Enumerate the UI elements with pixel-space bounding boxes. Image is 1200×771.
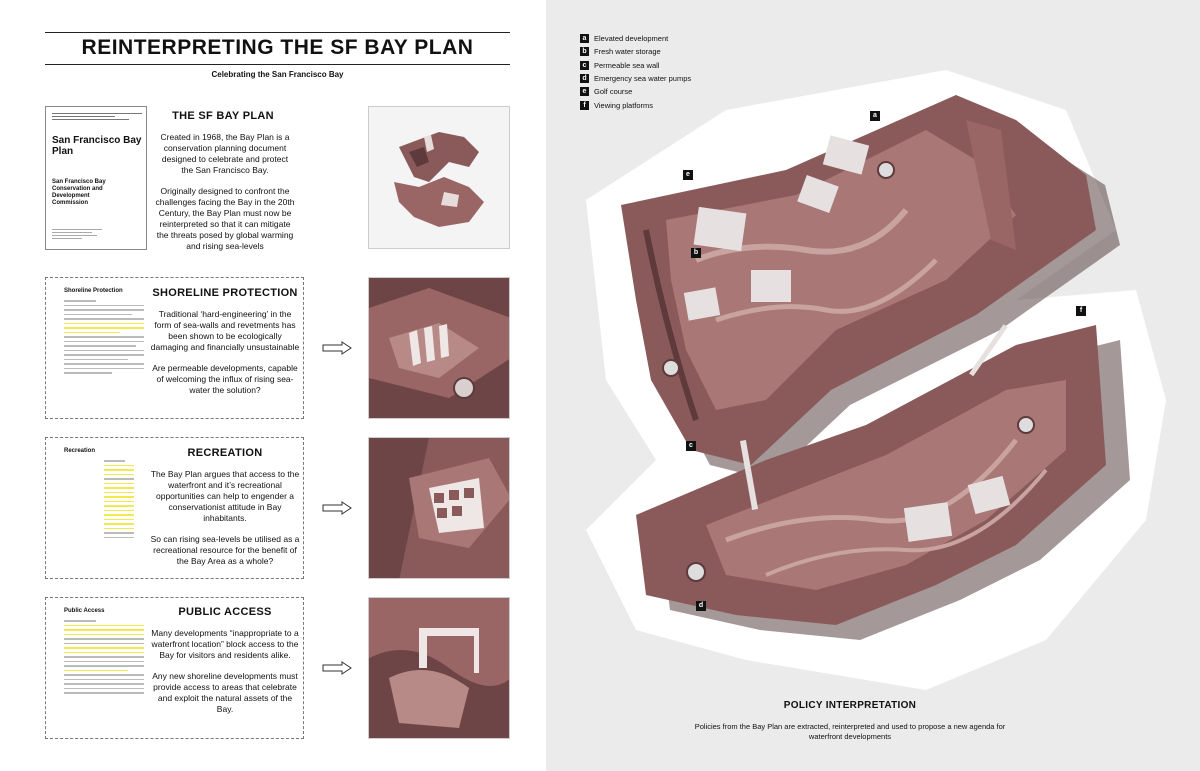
- document-text-lines: [64, 300, 144, 377]
- legend-item: f Viewing platforms: [580, 98, 691, 111]
- map-marker-d: d: [696, 601, 706, 611]
- public-access-model-image: [368, 597, 510, 739]
- section-title-recreation: RECREATION: [187, 447, 263, 459]
- legend-key: e: [580, 87, 589, 97]
- legend-label: Elevated development: [594, 34, 669, 44]
- legend-key: b: [580, 47, 589, 57]
- arrow-right-icon: [322, 341, 352, 355]
- legend-label: Viewing platforms: [594, 100, 654, 110]
- legend-label: Fresh water storage: [594, 47, 661, 57]
- legend-key: c: [580, 60, 589, 70]
- section-paragraph: Created in 1968, the Bay Plan is a conse…: [160, 132, 290, 175]
- legend-item: c Permeable sea wall: [580, 59, 691, 72]
- legend-item: e Golf course: [580, 85, 691, 98]
- section-body-shoreline: Traditional ‘hard-engineering’ in the fo…: [150, 309, 300, 406]
- shoreline-model-image: [368, 277, 510, 419]
- policy-title: POLICY INTERPRETATION: [783, 700, 917, 711]
- document-title: Public Access: [64, 608, 105, 614]
- policy-body: Policies from the Bay Plan are extracted…: [694, 722, 1006, 741]
- bay-plan-cover: San Francisco Bay Plan San Francisco Bay…: [45, 106, 147, 250]
- legend-item: d Emergency sea water pumps: [580, 72, 691, 85]
- map-marker-b: b: [691, 248, 701, 258]
- right-panel: a b c d e f: [546, 0, 1200, 771]
- legend-item: a Elevated development: [580, 32, 691, 45]
- arrow-right-icon: [322, 661, 352, 675]
- section-paragraph: So can rising sea-levels be utilised as …: [150, 534, 300, 566]
- section-title-shoreline: SHORELINE PROTECTION: [152, 287, 298, 299]
- map-marker-f: f: [1076, 306, 1086, 316]
- document-title: Shoreline Protection: [64, 288, 123, 294]
- shoreline-policy-document: Shoreline Protection: [45, 277, 304, 419]
- public-access-policy-document: Public Access: [45, 597, 304, 739]
- section-paragraph: Are permeable developments, capable of w…: [152, 363, 298, 395]
- document-text-lines: [104, 460, 134, 541]
- legend-key: a: [580, 34, 589, 44]
- recreation-model-image: [368, 437, 510, 579]
- recreation-policy-document: Recreation: [45, 437, 304, 579]
- document-text-lines: [64, 620, 144, 697]
- title-rule-bottom: [45, 64, 510, 65]
- cover-footer-lines: [52, 229, 102, 241]
- section-body-bay-plan: Created in 1968, the Bay Plan is a conse…: [155, 132, 295, 262]
- title-rule-top: [45, 32, 510, 33]
- section-title-bay-plan: THE SF BAY PLAN: [172, 110, 274, 122]
- legend-label: Emergency sea water pumps: [594, 74, 692, 84]
- section-paragraph: Traditional ‘hard-engineering’ in the fo…: [150, 309, 300, 352]
- site-model-plan: [586, 70, 1166, 690]
- bay-model-overview-image: [368, 106, 510, 249]
- document-title: Recreation: [64, 448, 96, 454]
- page-title: REINTERPRETING THE SF BAY PLAN: [81, 36, 474, 59]
- cover-title: San Francisco Bay Plan: [52, 135, 142, 157]
- legend-label: Permeable sea wall: [594, 60, 660, 70]
- section-body-public-access: Many developments “inappropriate to a wa…: [150, 628, 300, 725]
- legend-label: Golf course: [594, 87, 633, 97]
- map-marker-c: c: [686, 441, 696, 451]
- legend-item: b Fresh water storage: [580, 45, 691, 58]
- legend-key: d: [580, 74, 589, 84]
- section-paragraph: The Bay Plan argues that access to the w…: [150, 469, 300, 523]
- left-panel: REINTERPRETING THE SF BAY PLAN Celebrati…: [0, 0, 546, 771]
- section-paragraph: Originally designed to confront the chal…: [155, 186, 295, 251]
- section-paragraph: Any new shoreline developments must prov…: [152, 671, 298, 714]
- cover-org: San Francisco Bay Conservation and Devel…: [52, 179, 106, 206]
- page-subtitle: Celebrating the San Francisco Bay: [211, 70, 344, 79]
- section-body-recreation: The Bay Plan argues that access to the w…: [150, 469, 300, 577]
- map-legend: a Elevated development b Fresh water stora…: [580, 32, 691, 112]
- section-paragraph: Many developments “inappropriate to a wa…: [151, 628, 299, 660]
- section-title-public-access: PUBLIC ACCESS: [178, 606, 272, 618]
- arrow-right-icon: [322, 501, 352, 515]
- cover-header-lines: [52, 113, 142, 123]
- legend-key: f: [580, 100, 589, 110]
- map-marker-e: e: [683, 170, 693, 180]
- map-marker-a: a: [870, 111, 880, 121]
